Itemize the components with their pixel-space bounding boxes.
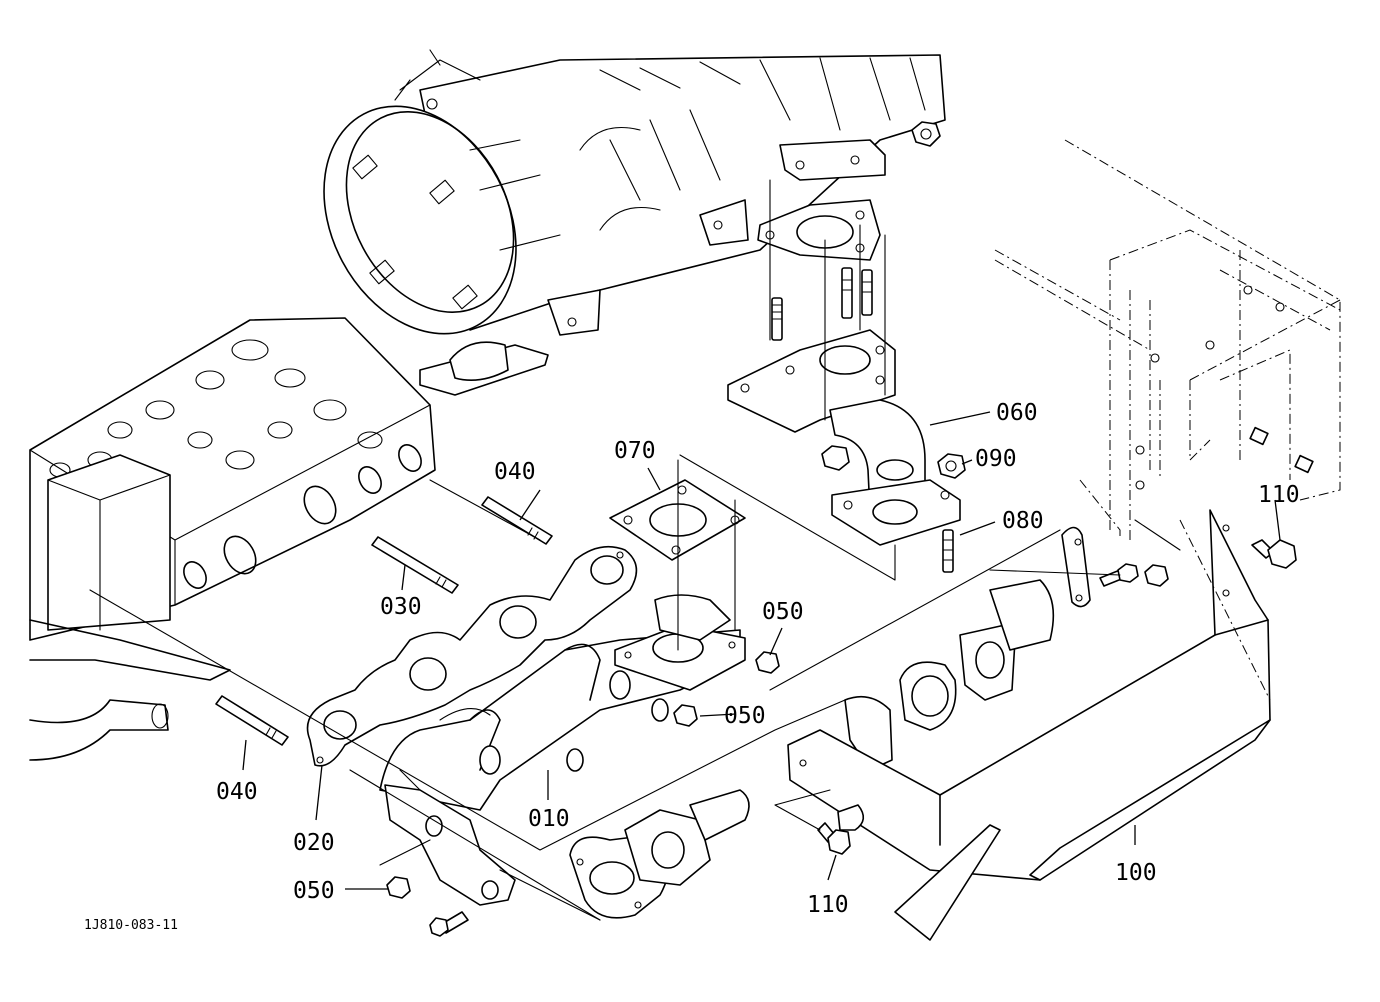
- elbow-pipe-060: [728, 330, 960, 545]
- callout-070: 070: [614, 438, 656, 464]
- callout-020: 020: [293, 830, 335, 856]
- nut-090: [938, 454, 965, 478]
- upper-studs: [772, 268, 872, 340]
- upper-gasket: [758, 200, 880, 260]
- leader-lines: [243, 412, 1280, 889]
- assembly-lines: [90, 180, 1180, 920]
- frame-right: [995, 140, 1340, 700]
- manifold-gasket-020: [308, 547, 637, 766]
- callout-010: 010: [528, 806, 570, 832]
- heat-shield-100: [788, 510, 1270, 940]
- callout-110-bottom: 110: [807, 892, 849, 918]
- bolt-110-top: [1252, 540, 1296, 568]
- callout-030: 030: [380, 594, 422, 620]
- drawing-reference: 1J810-083-11: [84, 918, 178, 933]
- nut-050-mid: [674, 705, 697, 726]
- callout-080: 080: [1002, 508, 1044, 534]
- callout-040-top: 040: [494, 459, 536, 485]
- callout-060: 060: [996, 400, 1038, 426]
- callout-050-bottom: 050: [293, 878, 335, 904]
- callout-040-bottom: 040: [216, 779, 258, 805]
- exhaust-manifold-010: [380, 595, 745, 905]
- bolt-bottom-left: [430, 912, 468, 936]
- stud-030: [372, 537, 458, 593]
- bolt-110-bottom: [818, 823, 850, 854]
- cylinder-head: [30, 318, 435, 760]
- callout-100: 100: [1115, 860, 1157, 886]
- callout-050-mid: 050: [724, 703, 766, 729]
- callout-110-top: 110: [1258, 482, 1300, 508]
- lower-pipe: [570, 790, 749, 918]
- callout-050-right: 050: [762, 599, 804, 625]
- nut-050-right: [756, 652, 779, 673]
- muffler-assembly: [286, 50, 945, 395]
- callout-090: 090: [975, 446, 1017, 472]
- flange-pieces: [845, 580, 1053, 770]
- stud-040-bottom: [216, 696, 288, 745]
- nut-050-bottom: [387, 877, 410, 898]
- nut-left-of-elbow: [822, 446, 849, 470]
- stud-080: [943, 530, 953, 572]
- stud-040-top: [482, 497, 552, 544]
- bolts-right: [838, 564, 1168, 830]
